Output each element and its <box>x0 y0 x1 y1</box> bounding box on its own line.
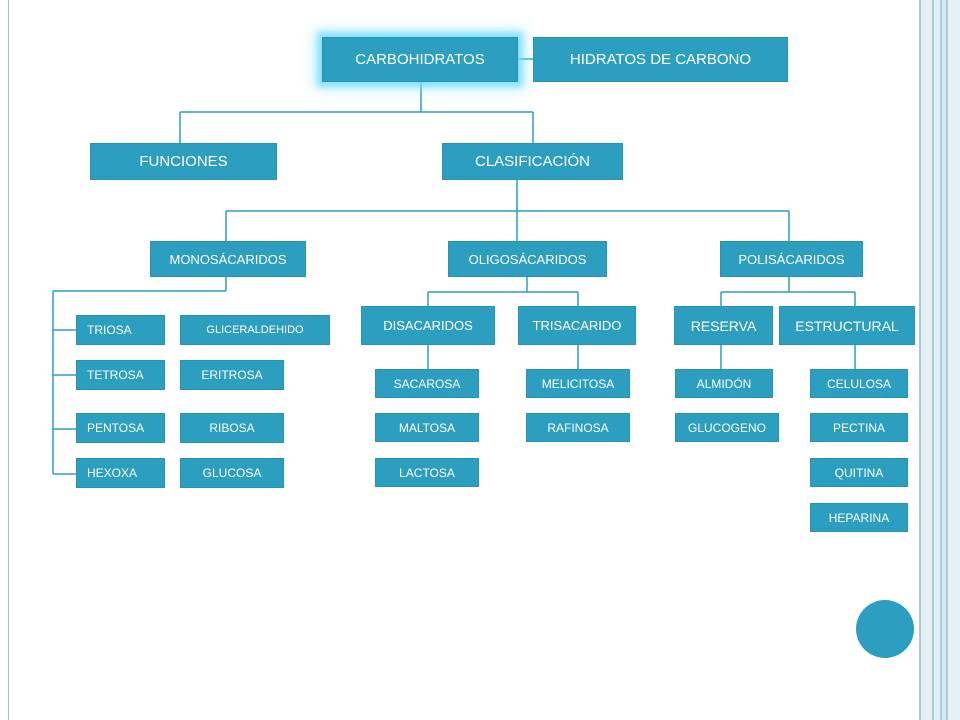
left-frame-border <box>0 0 9 720</box>
node-carbohidratos: CARBOHIDRATOS <box>322 37 518 82</box>
node-glucogeno: GLUCOGENO <box>675 413 779 442</box>
node-melicitosa: MELICITOSA <box>526 369 630 398</box>
node-lactosa: LACTOSA <box>375 458 479 487</box>
node-glucosa: GLUCOSA <box>180 458 284 488</box>
node-heparina: HEPARINA <box>810 503 908 532</box>
node-eritrosa: ERITROSA <box>180 360 284 390</box>
node-hexoxa: HEXOXA <box>76 458 165 488</box>
node-oligosacaridos: OLIGOSÁCARIDOS <box>448 241 607 277</box>
node-estructural: ESTRUCTURAL <box>779 306 915 345</box>
node-ribosa: RIBOSA <box>180 413 284 443</box>
node-triosa: TRIOSA <box>76 315 165 345</box>
node-quitina: QUITINA <box>810 458 908 487</box>
node-reserva: RESERVA <box>674 306 773 345</box>
node-polisacaridos: POLISÁCARIDOS <box>720 241 863 277</box>
node-funciones: FUNCIONES <box>90 143 277 180</box>
node-rafinosa: RAFINOSA <box>526 413 630 442</box>
decorative-circle <box>856 600 914 658</box>
node-clasificacion: CLASIFICACIÓN <box>442 143 623 180</box>
node-pectina: PECTINA <box>810 413 908 442</box>
node-sacarosa: SACAROSA <box>375 369 479 398</box>
node-maltosa: MALTOSA <box>375 413 479 442</box>
node-celulosa: CELULOSA <box>810 369 908 398</box>
node-hidratos-de-carbono: HIDRATOS DE CARBONO <box>533 37 788 82</box>
node-monosacaridos: MONOSÁCARIDOS <box>150 241 306 277</box>
node-tetrosa: TETROSA <box>76 360 165 390</box>
node-pentosa: PENTOSA <box>76 413 165 443</box>
node-trisacarido: TRISACARIDO <box>518 306 636 345</box>
node-almidon: ALMIDÓN <box>675 369 773 398</box>
node-disacaridos: DISACARIDOS <box>361 306 495 345</box>
node-gliceraldehido: GLICERALDEHIDO <box>180 315 330 345</box>
right-frame-decoration <box>918 0 960 720</box>
